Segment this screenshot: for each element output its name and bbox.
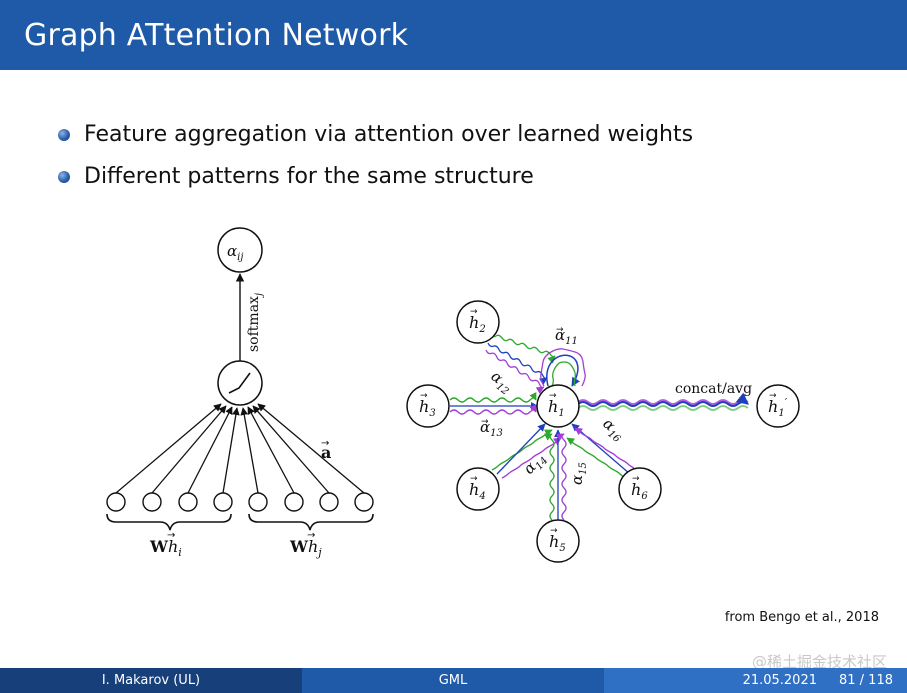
alpha-16-label: α16: [598, 414, 630, 445]
bullet-text: Feature aggregation via attention over l…: [84, 122, 694, 147]
input-nodes: [106, 492, 374, 512]
attention-labels: α11 α12 α13 α14 α15 α16: [480, 326, 630, 485]
bullet-list: Feature aggregation via attention over l…: [58, 114, 693, 198]
right-group-label: Whj: [289, 537, 322, 559]
svg-text:→: →: [470, 474, 478, 484]
softmax-label: softmaxj: [246, 293, 265, 352]
footer-author: I. Makarov (UL): [0, 668, 302, 693]
bullet-text: Different patterns for the same structur…: [84, 164, 534, 189]
alpha-11-label: α11: [555, 326, 578, 347]
svg-text:h2: h2: [469, 313, 486, 335]
center-node-h1: h1: [536, 384, 580, 428]
output-label: αij: [227, 242, 243, 263]
svg-text:→: →: [470, 307, 478, 317]
source-citation: from Bengo et al., 2018: [724, 610, 879, 625]
svg-text:→: →: [550, 526, 558, 536]
left-group-brace: [106, 513, 232, 531]
input-node: [284, 492, 304, 512]
input-node: [142, 492, 162, 512]
title-bar: Graph ATtention Network: [0, 0, 907, 70]
attention-paths: [449, 333, 635, 521]
svg-text:→: →: [769, 391, 777, 401]
svg-text:h6: h6: [631, 480, 648, 502]
footer-right: 21.05.2021 81 / 118: [604, 668, 907, 693]
multi-head-attention-diagram: concat/avg α11 α12 α13 α14 α15 α16 h1 h2…: [406, 300, 800, 563]
svg-text:→: →: [420, 391, 428, 401]
svg-text:h1′: h1′: [768, 396, 788, 419]
bullet-item: Feature aggregation via attention over l…: [58, 114, 693, 156]
alpha-15-label: α15: [568, 462, 589, 485]
input-node: [248, 492, 268, 512]
concat-label: concat/avg: [675, 381, 752, 397]
neighbor-node-h4: h4: [456, 467, 500, 511]
vector-arrow-right-h: →: [307, 530, 315, 541]
output-node-h1-prime: h1′: [756, 384, 800, 428]
input-node: [106, 492, 126, 512]
attention-mechanism-diagram: Whi → Whj → a → softmaxj αij: [106, 227, 374, 559]
vector-arrows: → → → → → → → → →: [420, 307, 777, 536]
alpha-12-label: α12: [486, 367, 517, 398]
input-edges: [115, 403, 365, 494]
bullet-icon: [58, 171, 70, 183]
vector-arrow-left-h: →: [167, 530, 175, 541]
svg-text:→: →: [549, 391, 557, 401]
bullet-item: Different patterns for the same structur…: [58, 156, 693, 198]
output-node: [217, 227, 263, 273]
alpha-14-label: α14: [520, 449, 551, 480]
graph-nodes: h1 h2 h3 h4 h5 h6: [406, 300, 800, 563]
vector-arrow-a: →: [321, 438, 329, 449]
activation-node: [217, 360, 263, 406]
bullet-icon: [58, 129, 70, 141]
right-group-brace: [248, 513, 374, 531]
svg-text:h1: h1: [548, 397, 565, 419]
input-node: [319, 492, 339, 512]
input-node: [178, 492, 198, 512]
alpha-13-label: α13: [480, 418, 503, 439]
svg-text:h4: h4: [469, 480, 486, 502]
footer-course: GML: [302, 668, 604, 693]
watermark: @稀土掘金技术社区: [751, 653, 887, 671]
svg-text:h3: h3: [419, 397, 436, 419]
concat-output-paths: [577, 392, 749, 411]
attention-vector-label: a: [321, 443, 331, 462]
svg-text:→: →: [481, 417, 489, 427]
svg-text:h5: h5: [549, 532, 566, 554]
left-group-label: Whi: [149, 537, 182, 559]
input-node: [354, 492, 374, 512]
svg-text:→: →: [632, 474, 640, 484]
neighbor-node-h3: h3: [406, 384, 450, 428]
svg-text:→: →: [556, 325, 564, 335]
leaky-relu-icon: [228, 372, 251, 394]
input-node: [213, 492, 233, 512]
slide-title: Graph ATtention Network: [24, 18, 409, 53]
neighbor-node-h6: h6: [618, 467, 662, 511]
neighbor-node-h2: h2: [456, 300, 500, 344]
footer-date: 21.05.2021: [742, 673, 817, 688]
footer-bar: I. Makarov (UL) GML 21.05.2021 81 / 118: [0, 668, 907, 693]
neighbor-node-h5: h5: [536, 519, 580, 563]
footer-page-number: 81 / 118: [839, 673, 893, 688]
